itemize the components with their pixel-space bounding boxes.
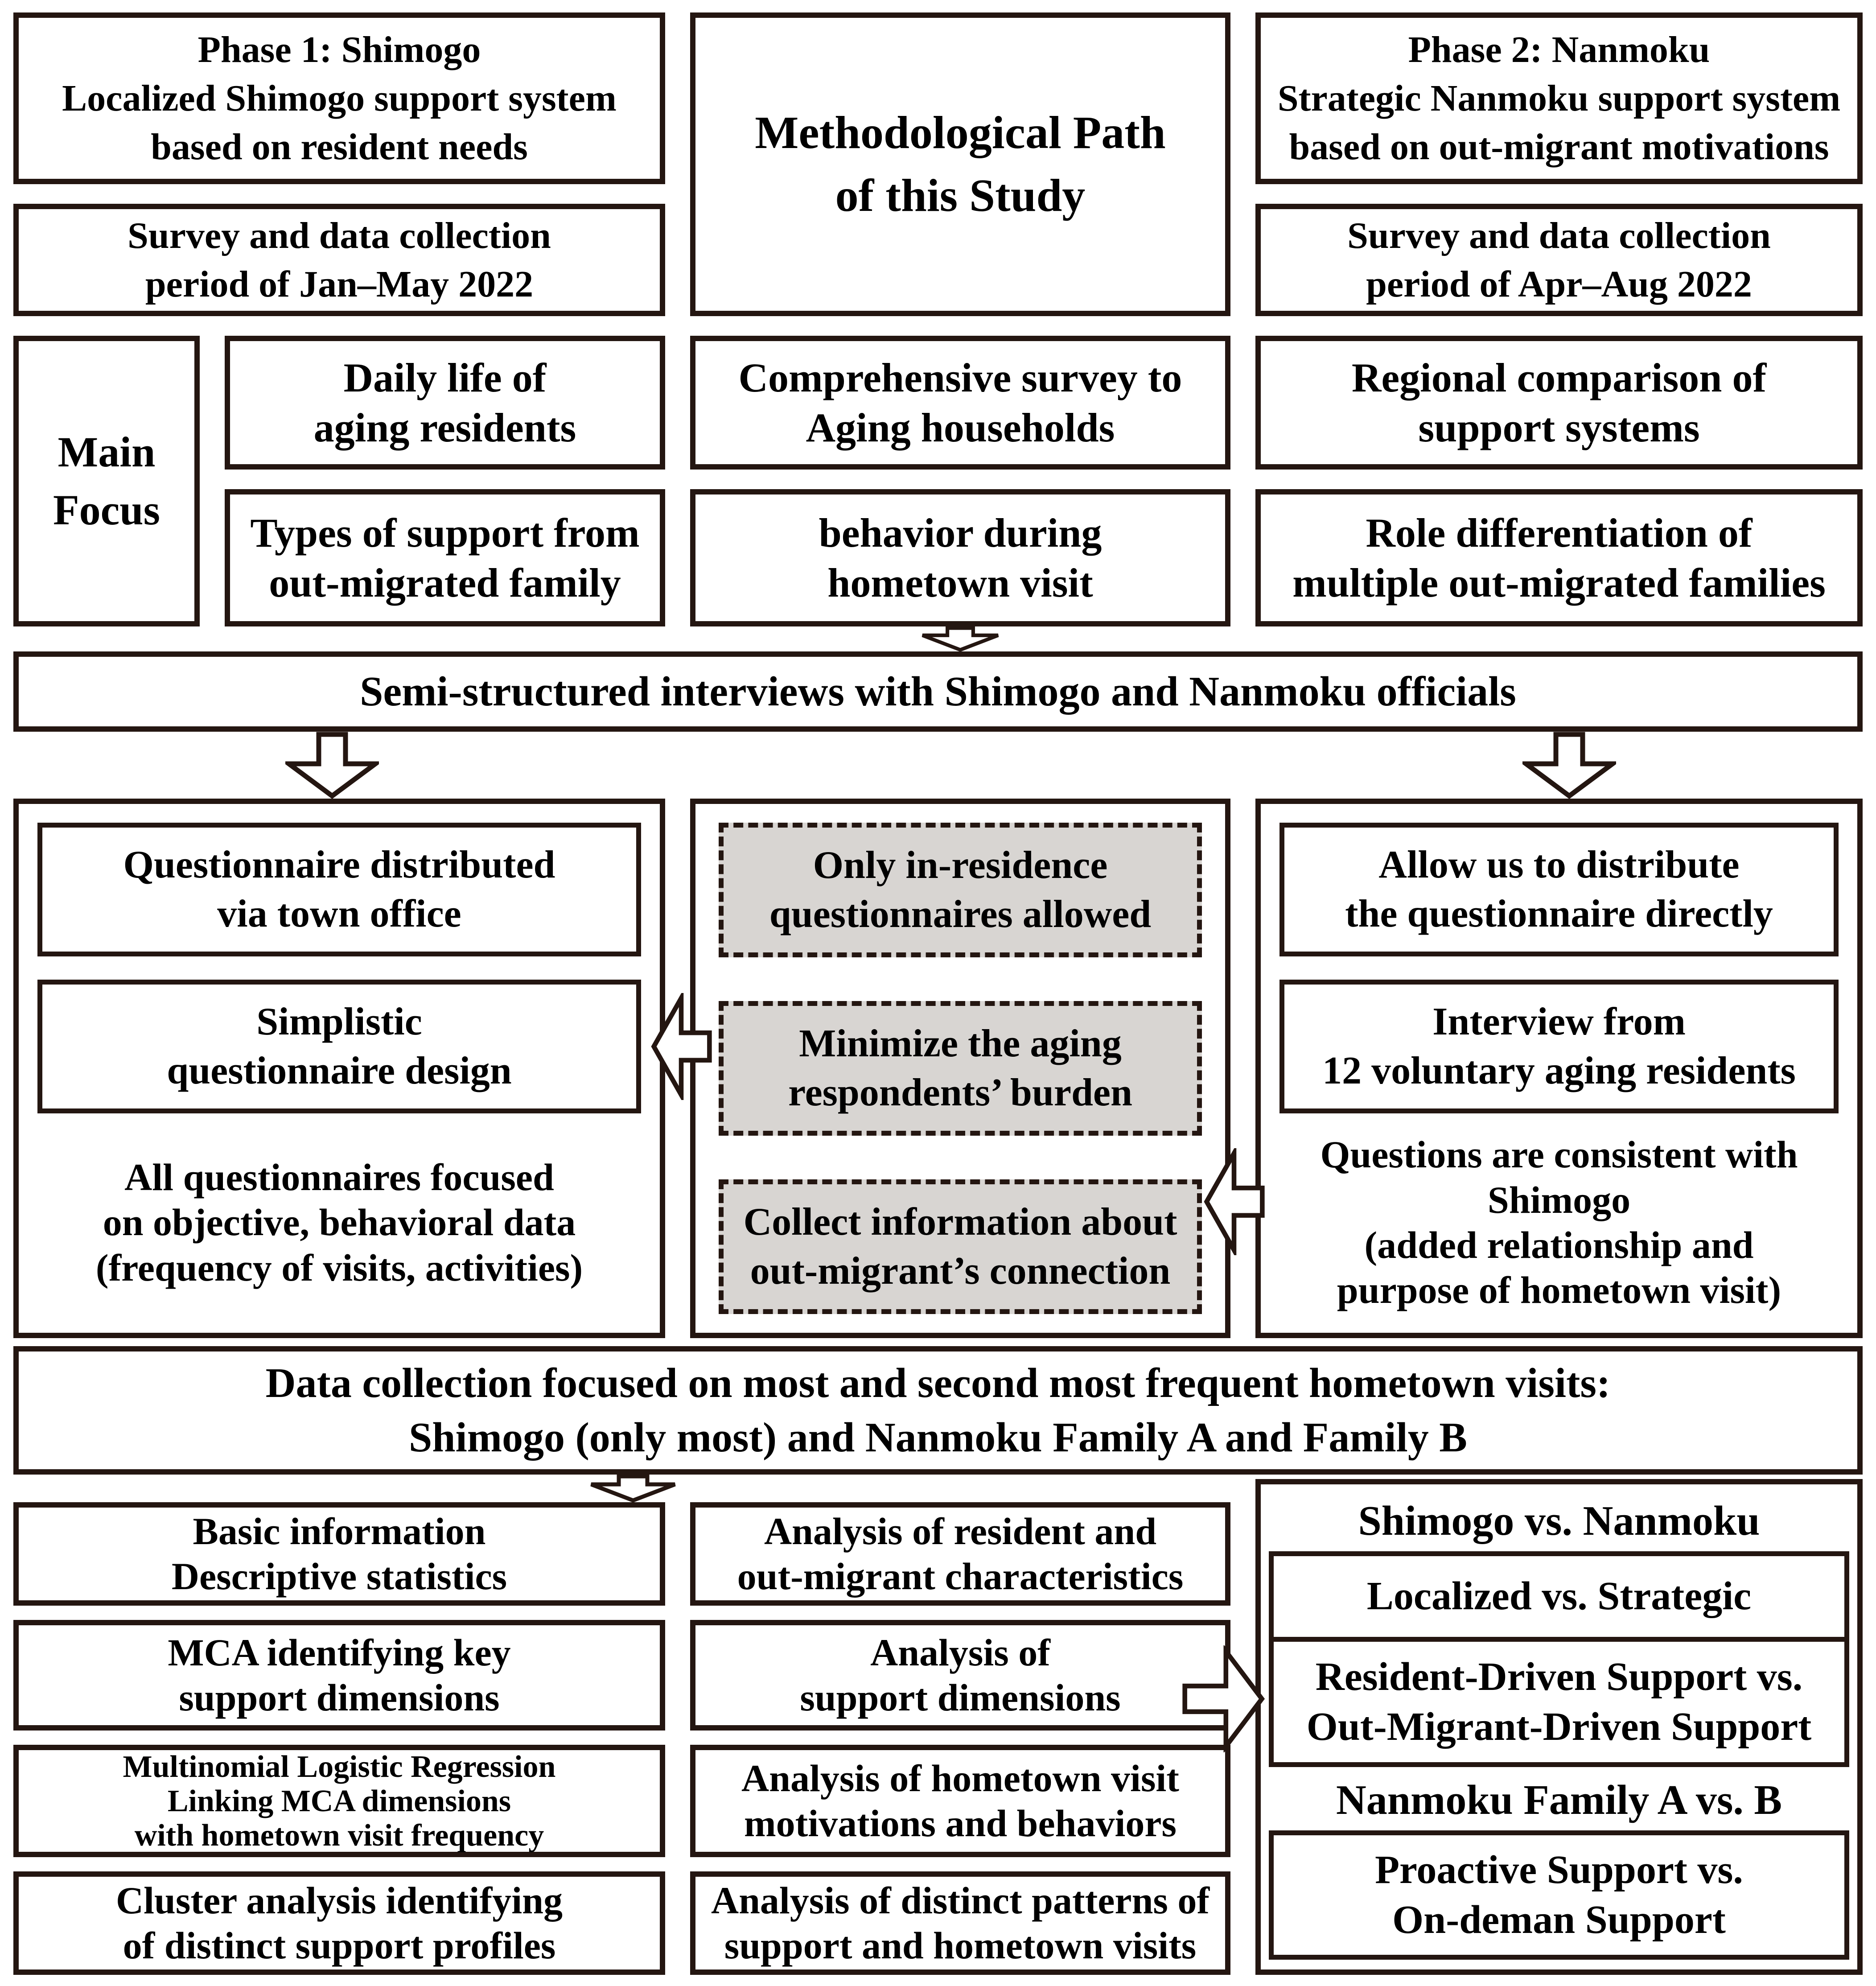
minimize-burden-constraint-box: Minimize the aging respondents’ burden xyxy=(719,1001,1202,1136)
analysis-motivations-box: Analysis of hometown visit motivations a… xyxy=(690,1745,1230,1857)
questionnaire-town-office-box: Questionnaire distributed via town offic… xyxy=(37,823,641,956)
basic-information-box: Basic information Descriptive statistics xyxy=(13,1502,665,1606)
analysis-section: Basic information Descriptive statistics… xyxy=(13,1479,1863,1975)
multinomial-regression-box: Multinomial Logistic Regression Linking … xyxy=(13,1745,665,1857)
mca-dimensions-box: MCA identifying key support dimensions xyxy=(13,1620,665,1731)
cluster-analysis-box: Cluster analysis identifying of distinct… xyxy=(13,1871,665,1975)
focus-behavior-visit-box: behavior during hometown visit xyxy=(690,489,1230,626)
phase2-survey-period-box: Survey and data collection period of Apr… xyxy=(1255,204,1863,316)
phase1-box: Phase 1: Shimogo Localized Shimogo suppo… xyxy=(13,12,665,184)
phase1-survey-period-box: Survey and data collection period of Jan… xyxy=(13,204,665,316)
simplistic-design-box: Simplistic questionnaire design xyxy=(37,980,641,1113)
arrow-row-top xyxy=(13,626,1863,651)
collect-connection-constraint-box: Collect information about out-migrant’s … xyxy=(719,1179,1202,1314)
down-arrow-icon xyxy=(590,1475,676,1502)
comparison-heading-family-a-b: Nanmoku Family A vs. B xyxy=(1336,1777,1782,1823)
resident-vs-outmigrant-box: Resident-Driven Support vs. Out-Migrant-… xyxy=(1269,1637,1849,1767)
arrow-row-analysis xyxy=(13,1475,1863,1502)
focus-daily-life-box: Daily life of aging residents xyxy=(225,336,665,470)
analysis-support-dimensions-box: Analysis of support dimensions xyxy=(690,1620,1230,1731)
interviews-bar: Semi-structured interviews with Shimogo … xyxy=(13,651,1863,732)
comparison-group-box: Shimogo vs. Nanmoku Localized vs. Strate… xyxy=(1255,1479,1863,1975)
left-arrow-icon xyxy=(1204,1148,1265,1255)
in-residence-constraint-box: Only in-residence questionnaires allowed xyxy=(719,823,1202,957)
analysis-characteristics-box: Analysis of resident and out-migrant cha… xyxy=(690,1502,1230,1606)
comparison-heading-shimogo-nanmoku: Shimogo vs. Nanmoku xyxy=(1358,1498,1760,1544)
diagram-title: Methodological Path of this Study xyxy=(690,12,1230,316)
shimogo-note-text: All questionnaires focused on objective,… xyxy=(95,1155,583,1289)
down-arrow-icon xyxy=(1522,732,1616,799)
header-section: Phase 1: Shimogo Localized Shimogo suppo… xyxy=(13,12,1863,316)
analysis-patterns-box: Analysis of distinct patterns of support… xyxy=(690,1871,1230,1975)
proactive-vs-ondemand-box: Proactive Support vs. On-deman Support xyxy=(1269,1830,1849,1960)
down-arrow-icon xyxy=(285,732,379,799)
nanmoku-survey-group-box: Allow us to distribute the questionnaire… xyxy=(1255,799,1863,1338)
distribute-directly-box: Allow us to distribute the questionnaire… xyxy=(1279,823,1839,956)
shimogo-survey-group-box: Questionnaire distributed via town offic… xyxy=(13,799,665,1338)
data-collection-bar: Data collection focused on most and seco… xyxy=(13,1346,1863,1475)
right-arrow-icon xyxy=(1182,1645,1265,1752)
survey-design-section: Questionnaire distributed via town offic… xyxy=(13,799,1863,1338)
constraints-group-box: Only in-residence questionnaires allowed… xyxy=(690,799,1230,1338)
localized-vs-strategic-box: Localized vs. Strategic xyxy=(1269,1551,1849,1642)
phase2-box: Phase 2: Nanmoku Strategic Nanmoku suppo… xyxy=(1255,12,1863,184)
focus-types-of-support-box: Types of support from out-migrated famil… xyxy=(225,489,665,626)
main-focus-label-box: Main Focus xyxy=(13,336,200,626)
focus-role-differentiation-box: Role differentiation of multiple out-mig… xyxy=(1255,489,1863,626)
main-focus-section: Main Focus Daily life of aging residents… xyxy=(13,336,1863,626)
focus-regional-comparison-box: Regional comparison of support systems xyxy=(1255,336,1863,470)
nanmoku-note-text: Questions are consistent with Shimogo (a… xyxy=(1320,1133,1798,1312)
interview-residents-box: Interview from 12 voluntary aging reside… xyxy=(1279,980,1839,1113)
down-arrow-icon xyxy=(922,626,999,651)
focus-comprehensive-survey-box: Comprehensive survey to Aging households xyxy=(690,336,1230,470)
arrow-row-split xyxy=(13,732,1863,799)
left-arrow-icon xyxy=(651,993,712,1100)
